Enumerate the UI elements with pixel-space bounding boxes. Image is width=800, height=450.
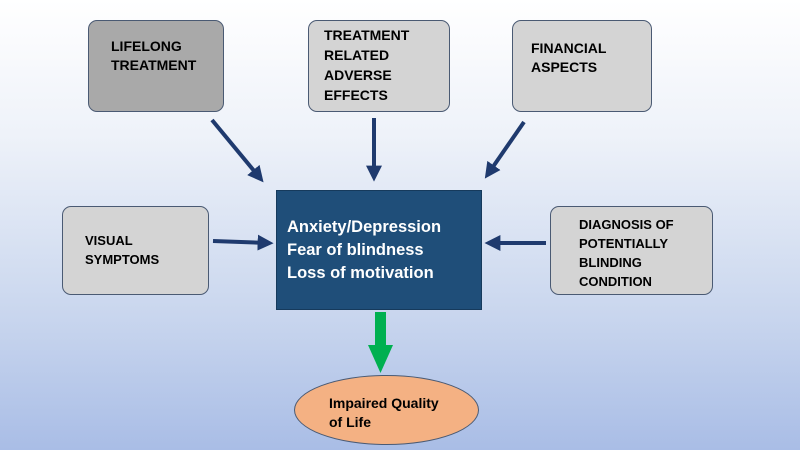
arrow-financial-to-center [484, 120, 526, 179]
treatment-adverse-effects-box: TREATMENT RELATED ADVERSE EFFECTS [308, 20, 450, 112]
diagnosis-box: DIAGNOSIS OF POTENTIALLY BLINDING CONDIT… [550, 206, 713, 295]
visual-symptoms-box: VISUAL SYMPTOMS [62, 206, 209, 295]
lifelong-treatment-box: LIFELONG TREATMENT [88, 20, 224, 112]
arrow-center-to-outcome [368, 312, 393, 373]
arrow-visual-to-center [212, 234, 274, 251]
financial-aspects-box: FINANCIAL ASPECTS [512, 20, 652, 112]
arrow-lifelong-to-center [210, 118, 264, 183]
impaired-quality-of-life-oval: Impaired Quality of Life [294, 375, 479, 445]
psychological-impact-box: Anxiety/Depression Fear of blindness Los… [276, 190, 482, 310]
